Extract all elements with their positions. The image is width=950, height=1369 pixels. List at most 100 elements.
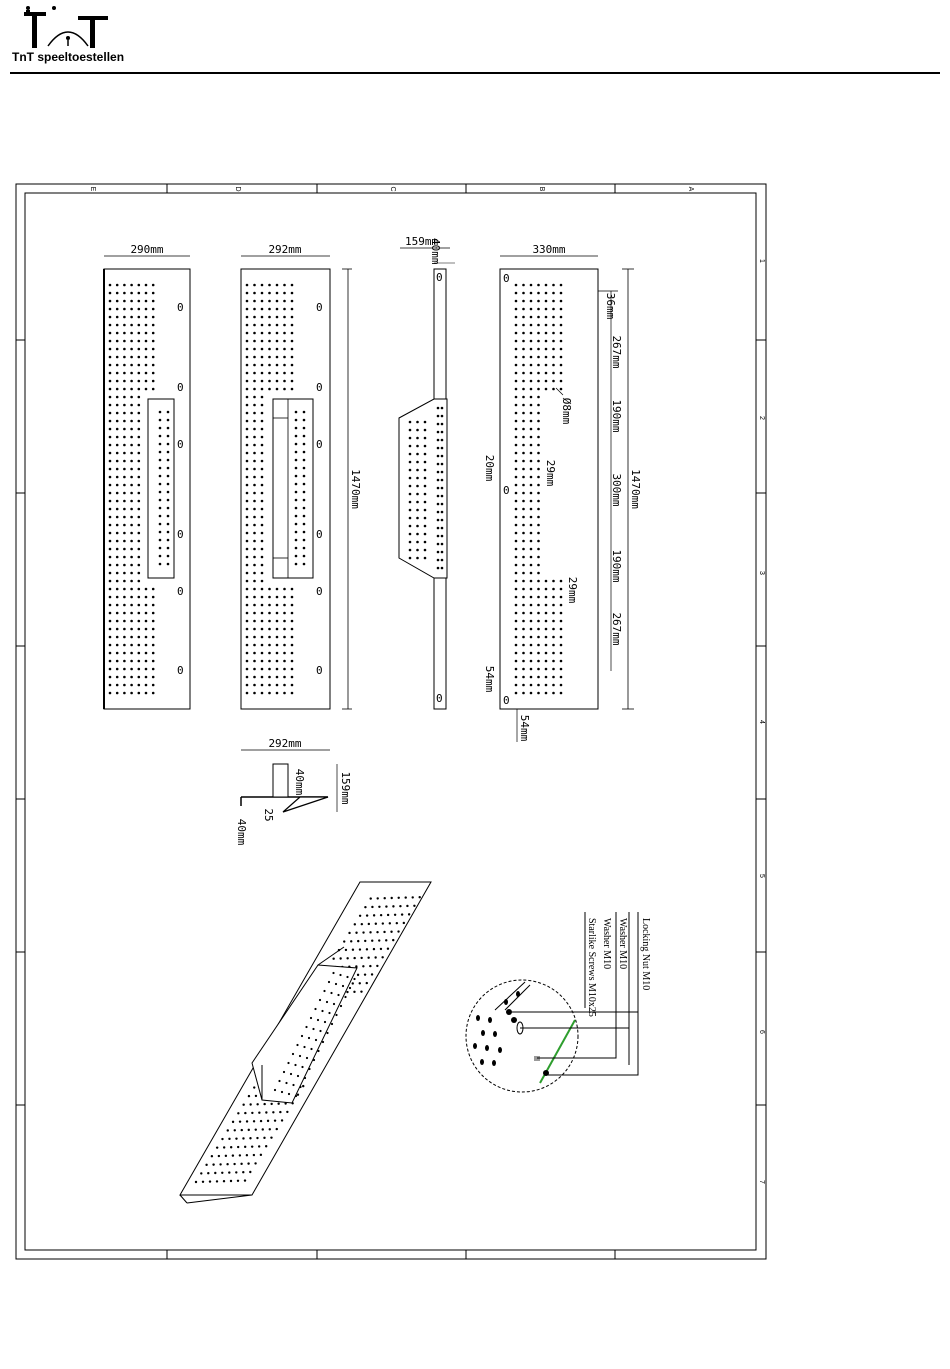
perforation-hole: [253, 500, 256, 503]
perforation-hole: [260, 1154, 262, 1156]
perforation-hole: [303, 491, 306, 494]
dim-edge-offset: 20mm: [483, 455, 496, 482]
perforation-hole: [276, 692, 279, 695]
perforation-hole: [522, 548, 525, 551]
perforation-hole: [276, 380, 279, 383]
perforation-hole: [305, 1026, 307, 1028]
perforation-hole: [366, 914, 368, 916]
perforation-hole: [159, 443, 162, 446]
svg-text:300mm: 300mm: [610, 473, 623, 506]
perforation-hole: [301, 1066, 303, 1068]
perforation-hole: [116, 628, 119, 631]
perforation-hole: [545, 580, 548, 583]
perforation-hole: [116, 404, 119, 407]
perforation-hole: [409, 533, 412, 536]
perforation-hole: [167, 539, 170, 542]
perforation-hole: [424, 493, 427, 496]
perforation-hole: [385, 905, 387, 907]
perforation-hole: [116, 316, 119, 319]
perforation-hole: [283, 612, 286, 615]
perforation-hole: [138, 532, 141, 535]
perforation-hole: [283, 292, 286, 295]
perforation-hole: [353, 978, 355, 980]
perforation-hole: [260, 1120, 262, 1122]
perforation-hole: [364, 906, 366, 908]
perforation-hole: [167, 515, 170, 518]
perforation-hole: [530, 284, 533, 287]
perforation-hole: [167, 491, 170, 494]
perforation-hole: [268, 612, 271, 615]
perforation-hole: [152, 604, 155, 607]
perforation-hole: [522, 300, 525, 303]
perforation-hole: [138, 436, 141, 439]
perforation-hole: [123, 380, 126, 383]
row-labels: 1 2 3 4 5 6 7: [758, 259, 765, 1184]
perforation-hole: [261, 628, 264, 631]
perforation-hole: [253, 468, 256, 471]
perforation-hole: [261, 356, 264, 359]
perforation-hole: [123, 332, 126, 335]
perforation-hole: [123, 292, 126, 295]
perforation-hole: [409, 461, 412, 464]
perforation-hole: [493, 1031, 497, 1037]
perforation-hole: [552, 580, 555, 583]
perforation-hole: [283, 684, 286, 687]
perforation-hole: [441, 543, 444, 546]
perforation-hole: [268, 348, 271, 351]
perforation-hole: [261, 660, 264, 663]
perforation-hole: [308, 1068, 310, 1070]
perforation-hole: [283, 676, 286, 679]
perforation-hole: [424, 437, 427, 440]
column-label: E: [89, 187, 96, 192]
perforation-hole: [522, 388, 525, 391]
perforation-hole: [409, 421, 412, 424]
perforation-hole: [330, 992, 332, 994]
perforation-hole: [138, 452, 141, 455]
perforation-hole: [109, 692, 112, 695]
perforation-hole: [123, 420, 126, 423]
perforation-hole: [130, 604, 133, 607]
perforation-hole: [283, 604, 286, 607]
perforation-hole: [291, 324, 294, 327]
perforation-hole: [310, 1048, 312, 1050]
perforation-hole: [530, 372, 533, 375]
perforation-hole: [253, 604, 256, 607]
perforation-hole: [261, 524, 264, 527]
perforation-hole: [223, 1180, 225, 1182]
perforation-hole: [249, 1137, 251, 1139]
perforation-hole: [545, 676, 548, 679]
perforation-hole: [424, 461, 427, 464]
perforation-hole: [265, 1111, 267, 1113]
perforation-hole: [253, 684, 256, 687]
perforation-hole: [123, 388, 126, 391]
perforation-hole: [246, 412, 249, 415]
perforation-hole: [291, 620, 294, 623]
right-dim-chain: 36mm 267mm 190mm 300mm 190mm 267mm: [604, 293, 623, 646]
perforation-hole: [437, 479, 440, 482]
perforation-hole: [437, 503, 440, 506]
perforation-hole: [303, 435, 306, 438]
perforation-hole: [515, 620, 518, 623]
perforation-hole: [109, 612, 112, 615]
perforation-hole: [159, 419, 162, 422]
perforation-hole: [295, 547, 298, 550]
perforation-hole: [226, 1163, 228, 1165]
perforation-hole: [515, 684, 518, 687]
perforation-hole: [416, 429, 419, 432]
perforation-hole: [295, 467, 298, 470]
perforation-hole: [328, 981, 330, 983]
perforation-hole: [258, 1145, 260, 1147]
perforation-hole: [295, 563, 298, 566]
perforation-hole: [295, 427, 298, 430]
perforation-hole: [253, 340, 256, 343]
perforation-hole: [138, 540, 141, 543]
perforation-hole: [246, 660, 249, 663]
perforation-hole: [138, 572, 141, 575]
perforation-hole: [297, 1075, 299, 1077]
perforation-hole: [522, 436, 525, 439]
perforation-hole: [276, 372, 279, 375]
perforation-hole: [268, 692, 271, 695]
perforation-hole: [552, 388, 555, 391]
perforation-hole: [355, 965, 357, 967]
perforation-hole: [130, 396, 133, 399]
